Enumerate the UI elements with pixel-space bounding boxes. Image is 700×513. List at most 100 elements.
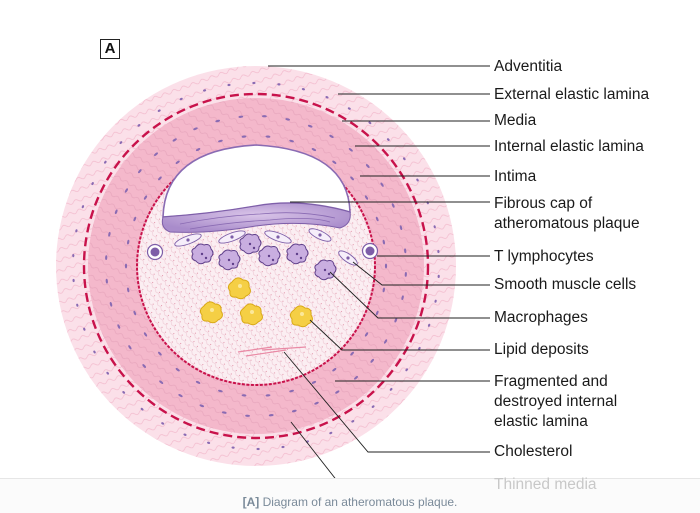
media-nucleus bbox=[143, 195, 148, 200]
media-nucleus bbox=[289, 139, 294, 143]
media-nucleus bbox=[311, 148, 317, 152]
atheroma-diagram bbox=[56, 65, 490, 480]
media-nucleus bbox=[380, 182, 384, 187]
media-nucleus bbox=[122, 391, 126, 394]
media-nucleus bbox=[348, 148, 353, 152]
media-nucleus bbox=[285, 118, 291, 121]
media-nucleus bbox=[347, 107, 351, 110]
media-nucleus bbox=[218, 389, 223, 393]
media-nucleus bbox=[238, 115, 244, 118]
media-nucleus bbox=[262, 115, 267, 118]
media-nucleus bbox=[350, 176, 354, 181]
media-nucleus bbox=[301, 88, 305, 91]
figure-caption: [A] Diagram of an atheromatous plaque. bbox=[0, 495, 700, 509]
media-nucleus bbox=[140, 407, 144, 411]
media-nucleus bbox=[437, 249, 440, 254]
media-nucleus bbox=[418, 346, 421, 350]
media-nucleus bbox=[154, 152, 158, 156]
media-nucleus bbox=[117, 324, 121, 329]
media-nucleus bbox=[375, 310, 379, 316]
media-nucleus bbox=[127, 287, 130, 293]
media-nucleus bbox=[364, 195, 369, 200]
media-nucleus bbox=[277, 83, 281, 86]
media-nucleus bbox=[384, 339, 388, 344]
media-nucleus bbox=[332, 368, 337, 372]
media-nucleus bbox=[114, 209, 118, 215]
media-nucleus bbox=[404, 248, 407, 254]
media-nucleus bbox=[109, 301, 113, 307]
media-nucleus bbox=[368, 121, 372, 125]
media-nucleus bbox=[366, 164, 370, 168]
media-nucleus bbox=[138, 169, 142, 174]
media-nucleus bbox=[175, 368, 180, 372]
media-nucleus bbox=[133, 310, 137, 316]
media-nucleus bbox=[364, 332, 369, 337]
media-nucleus bbox=[142, 364, 146, 368]
fibrous-cap bbox=[161, 202, 351, 233]
label-cholesterol: Cholesterol bbox=[494, 443, 573, 460]
label-external-elastic-lamina: External elastic lamina bbox=[494, 86, 650, 103]
external-elastic-lamina bbox=[82, 92, 430, 440]
media-nucleus bbox=[416, 178, 419, 182]
media-nucleus bbox=[434, 299, 437, 303]
media-nucleus bbox=[404, 272, 407, 277]
media-nucleus bbox=[178, 394, 183, 398]
media-nucleus bbox=[218, 139, 223, 143]
caption-text: Diagram of an atheromatous plaque. bbox=[259, 495, 458, 509]
media-nucleus bbox=[133, 216, 137, 222]
media-nucleus bbox=[332, 160, 337, 164]
media-nucleus bbox=[245, 414, 250, 417]
label-internal-elastic-lamina: Internal elastic lamina bbox=[494, 138, 644, 155]
media-nucleus bbox=[268, 414, 274, 417]
media-nucleus bbox=[72, 278, 75, 283]
media-nucleus bbox=[351, 420, 355, 423]
media-nucleus bbox=[329, 431, 333, 435]
caption-bar bbox=[0, 478, 700, 513]
media-nucleus bbox=[403, 157, 406, 161]
media-nucleus bbox=[124, 263, 128, 269]
media-nucleus bbox=[350, 351, 354, 356]
media-nucleus bbox=[405, 368, 408, 372]
media-nucleus bbox=[231, 446, 235, 449]
media-nucleus bbox=[159, 380, 164, 384]
media-nucleus bbox=[203, 89, 207, 92]
media-nucleus bbox=[401, 295, 404, 301]
media-nucleus bbox=[399, 225, 403, 231]
media-nucleus bbox=[161, 422, 165, 425]
media-nucleus bbox=[104, 160, 107, 164]
media-nucleus bbox=[72, 254, 75, 258]
media-nucleus bbox=[83, 327, 86, 331]
media-nucleus bbox=[391, 203, 395, 208]
media-nucleus bbox=[119, 141, 123, 144]
media-nucleus bbox=[76, 303, 79, 307]
media-nucleus bbox=[105, 255, 108, 260]
label-adventitia: Adventitia bbox=[494, 58, 563, 75]
media-nucleus bbox=[157, 109, 161, 112]
media-nucleus bbox=[325, 96, 329, 99]
media-nucleus bbox=[427, 323, 431, 327]
media-nucleus bbox=[199, 404, 205, 408]
media-nucleus bbox=[128, 345, 132, 350]
label-fibrous-cap: Fibrous cap of atheromatous plaque bbox=[494, 195, 640, 232]
media-nucleus bbox=[175, 160, 180, 164]
label-smooth-muscle-cells: Smooth muscle cells bbox=[494, 276, 637, 293]
media-nucleus bbox=[386, 138, 390, 141]
media-nucleus bbox=[143, 332, 148, 337]
media-nucleus bbox=[354, 376, 358, 380]
media-nucleus bbox=[221, 411, 227, 414]
media-nucleus bbox=[382, 287, 385, 293]
label-macrophages: Macrophages bbox=[494, 309, 588, 326]
media-nucleus bbox=[335, 390, 340, 394]
media-nucleus bbox=[389, 388, 393, 391]
caption-tag: [A] bbox=[242, 495, 260, 509]
media-nucleus bbox=[241, 135, 247, 138]
label-thinned-media: Thinned media bbox=[494, 476, 597, 493]
label-media: Media bbox=[494, 112, 537, 129]
media-nucleus bbox=[227, 83, 231, 87]
media-nucleus bbox=[108, 231, 111, 237]
media-nucleus bbox=[291, 409, 297, 413]
label-fragmented-lamina: Fragmented and destroyed internal elasti… bbox=[494, 373, 618, 430]
media-nucleus bbox=[314, 401, 319, 405]
label-intima: Intima bbox=[494, 168, 537, 185]
panel-letter: A bbox=[100, 39, 120, 59]
